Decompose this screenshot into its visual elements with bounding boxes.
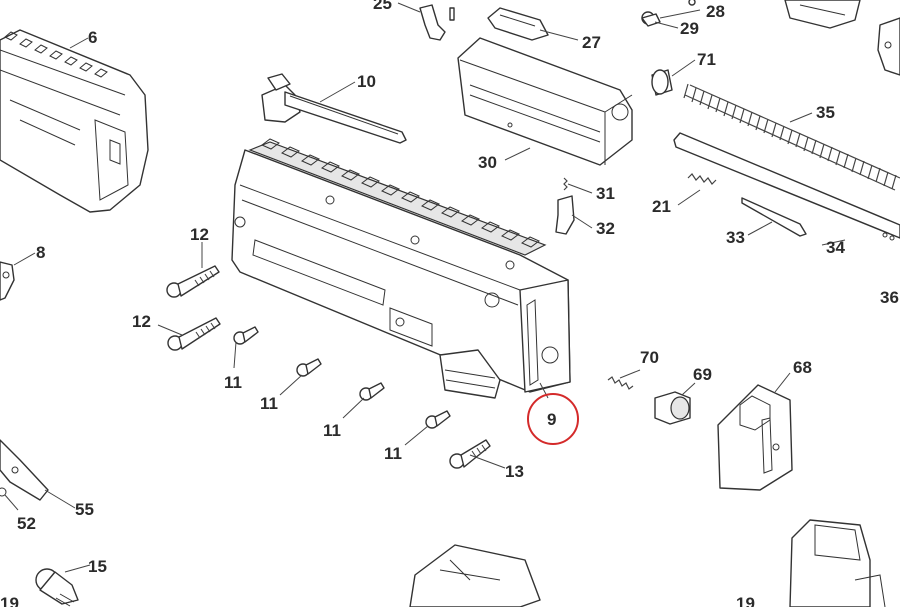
part-11-screw-b bbox=[296, 358, 322, 377]
part-70-spring bbox=[607, 376, 634, 390]
part-27-latch bbox=[487, 7, 549, 41]
callout-34: 34 bbox=[826, 238, 845, 257]
callout-55: 55 bbox=[75, 500, 94, 519]
callout-68: 68 bbox=[793, 358, 812, 377]
part-top-right-bracket bbox=[784, 0, 861, 29]
callout-11-a: 11 bbox=[224, 373, 242, 392]
part-10-charging-handle bbox=[261, 73, 407, 144]
callout-32: 32 bbox=[596, 219, 615, 238]
callout-36: 36 bbox=[880, 288, 899, 307]
callout-11-b: 11 bbox=[260, 394, 278, 413]
part-11-screw-d bbox=[425, 410, 451, 429]
part-12-screw-upper bbox=[166, 265, 220, 298]
part-31-pin bbox=[563, 177, 568, 191]
part-9-receiver-body bbox=[231, 138, 571, 399]
part-32-plunger bbox=[555, 195, 575, 235]
callout-9: 9 bbox=[547, 410, 556, 429]
part-55-part-52-lever bbox=[0, 439, 49, 501]
callout-27: 27 bbox=[582, 33, 601, 52]
callout-52: 52 bbox=[17, 514, 36, 533]
part-13-screw bbox=[449, 439, 491, 469]
callout-10: 10 bbox=[357, 72, 376, 91]
part-71-bushing bbox=[651, 69, 673, 96]
callout-28: 28 bbox=[706, 2, 725, 21]
part-6-upper-receiver bbox=[0, 29, 149, 213]
callout-71: 71 bbox=[697, 50, 716, 69]
callout-12-lower: 12 bbox=[132, 312, 151, 331]
callout-19-right: 19 bbox=[736, 594, 755, 607]
part-69-cap bbox=[654, 391, 691, 425]
callout-19-left: 19 bbox=[0, 594, 19, 607]
callout-33: 33 bbox=[726, 228, 745, 247]
part-33-firing-pin bbox=[741, 197, 807, 237]
part-11-screw-a bbox=[233, 326, 259, 345]
callout-25: 25 bbox=[373, 0, 392, 13]
callout-13: 13 bbox=[505, 462, 524, 481]
highlight-circle-part-9 bbox=[527, 393, 579, 445]
part-28-part-29-pins bbox=[641, 0, 696, 27]
callout-29: 29 bbox=[680, 19, 699, 38]
part-19-magazine-housing bbox=[789, 519, 886, 607]
part-11-screw-c bbox=[359, 382, 385, 401]
callout-8: 8 bbox=[36, 243, 45, 262]
callout-70: 70 bbox=[640, 348, 659, 367]
part-68-block bbox=[717, 384, 793, 491]
part-21-spring bbox=[687, 173, 717, 185]
part-35-recoil-spring bbox=[683, 83, 900, 191]
callout-6: 6 bbox=[88, 28, 97, 47]
part-12-screw-lower bbox=[167, 317, 221, 351]
part-8-lever bbox=[0, 261, 15, 301]
callout-35: 35 bbox=[816, 103, 835, 122]
part-25-pin-assembly bbox=[419, 4, 455, 41]
callout-30: 30 bbox=[478, 153, 497, 172]
part-34-guide-rod bbox=[673, 132, 900, 241]
part-15-knob bbox=[35, 568, 79, 607]
bottom-assembly-left bbox=[409, 544, 541, 607]
callout-69: 69 bbox=[693, 365, 712, 384]
callout-12-upper: 12 bbox=[190, 225, 209, 244]
part-right-edge-block bbox=[877, 17, 900, 76]
callout-15: 15 bbox=[88, 557, 107, 576]
callout-11-c: 11 bbox=[323, 421, 341, 440]
part-30-barrel-block bbox=[457, 37, 633, 166]
callout-21: 21 bbox=[652, 197, 671, 216]
callout-11-d: 11 bbox=[384, 444, 402, 463]
callout-31: 31 bbox=[596, 184, 615, 203]
